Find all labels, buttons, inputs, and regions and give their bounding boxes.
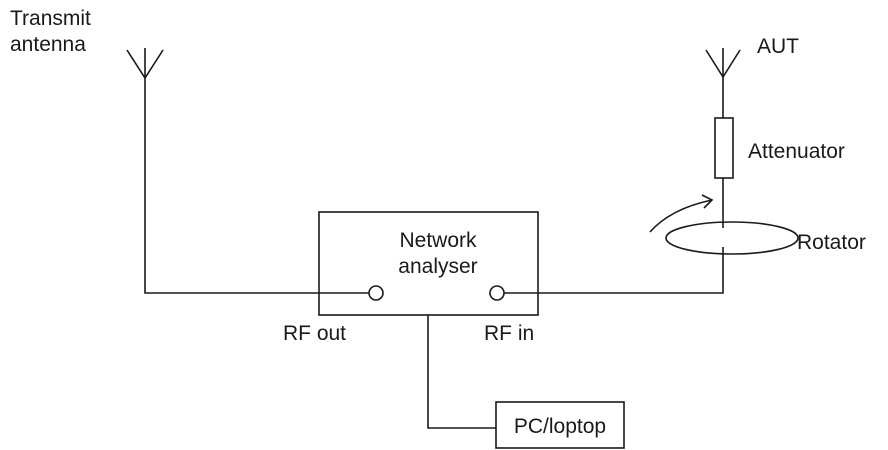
aut-antenna bbox=[705, 48, 741, 118]
rf-out-port bbox=[368, 285, 384, 301]
pc-box bbox=[495, 401, 625, 449]
transmit-antenna-label-line1: Transmit bbox=[10, 7, 91, 30]
rotation-arrowhead-icon bbox=[701, 194, 714, 209]
pc-label: PC/loptop bbox=[514, 415, 606, 438]
receive-cable bbox=[504, 247, 724, 294]
attenuator-label: Attenuator bbox=[748, 140, 845, 163]
attenuator-box bbox=[714, 117, 734, 179]
rf-in-label: RF in bbox=[484, 322, 534, 345]
transmit-cable bbox=[144, 82, 370, 294]
aut-label: AUT bbox=[757, 35, 799, 58]
transmit-antenna bbox=[126, 48, 164, 82]
rotation-arrow-icon bbox=[649, 199, 713, 233]
rotator-label: Rotator bbox=[797, 231, 866, 254]
network-analyser-label-line2: analyser bbox=[398, 255, 477, 278]
rf-out-label: RF out bbox=[283, 322, 346, 345]
rf-in-port bbox=[489, 285, 505, 301]
network-analyser-label-line1: Network bbox=[399, 229, 477, 252]
transmit-antenna-label-line2: antenna bbox=[10, 33, 86, 56]
rotator-ellipse bbox=[665, 221, 799, 255]
pc-cable bbox=[427, 315, 496, 429]
